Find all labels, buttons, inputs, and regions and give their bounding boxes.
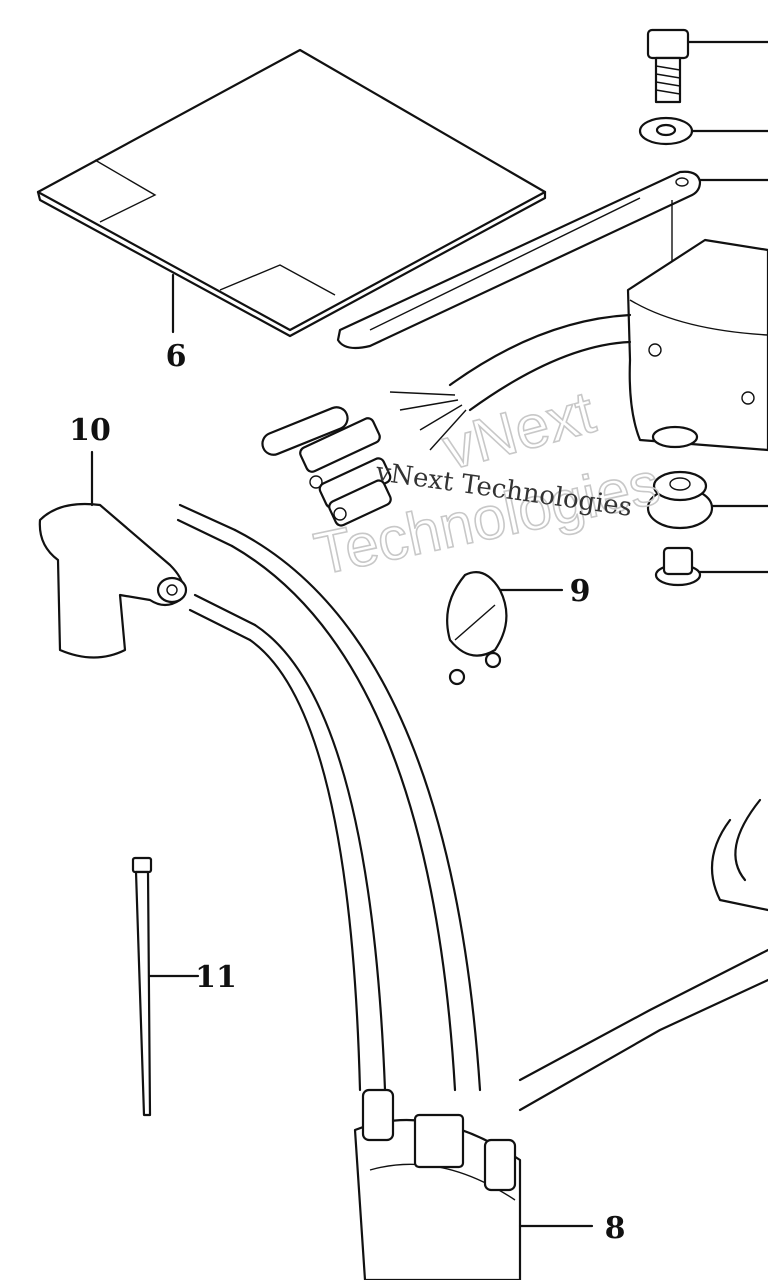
part-8-ignition-coil — [353, 1088, 594, 1280]
part-6-sheet — [36, 48, 547, 338]
part-6-label: 6 — [166, 339, 187, 374]
wire-harness-part — [261, 313, 632, 527]
grommet-part — [646, 470, 768, 530]
primary-wire-part — [518, 798, 768, 1112]
part-9-label: 9 — [570, 574, 591, 609]
coil-bracket-part — [626, 238, 768, 452]
part-10-plug-cap — [38, 450, 188, 659]
part-11-cable-tie — [131, 856, 200, 1117]
high-tension-cords — [176, 503, 482, 1092]
part-10-label: 10 — [69, 413, 111, 448]
collar-part — [654, 546, 768, 587]
part-11-label: 11 — [195, 960, 237, 995]
bolt-part — [646, 28, 768, 104]
part-9-clamp — [446, 571, 564, 686]
washer-part — [638, 116, 768, 146]
part-8-label: 8 — [605, 1211, 626, 1246]
